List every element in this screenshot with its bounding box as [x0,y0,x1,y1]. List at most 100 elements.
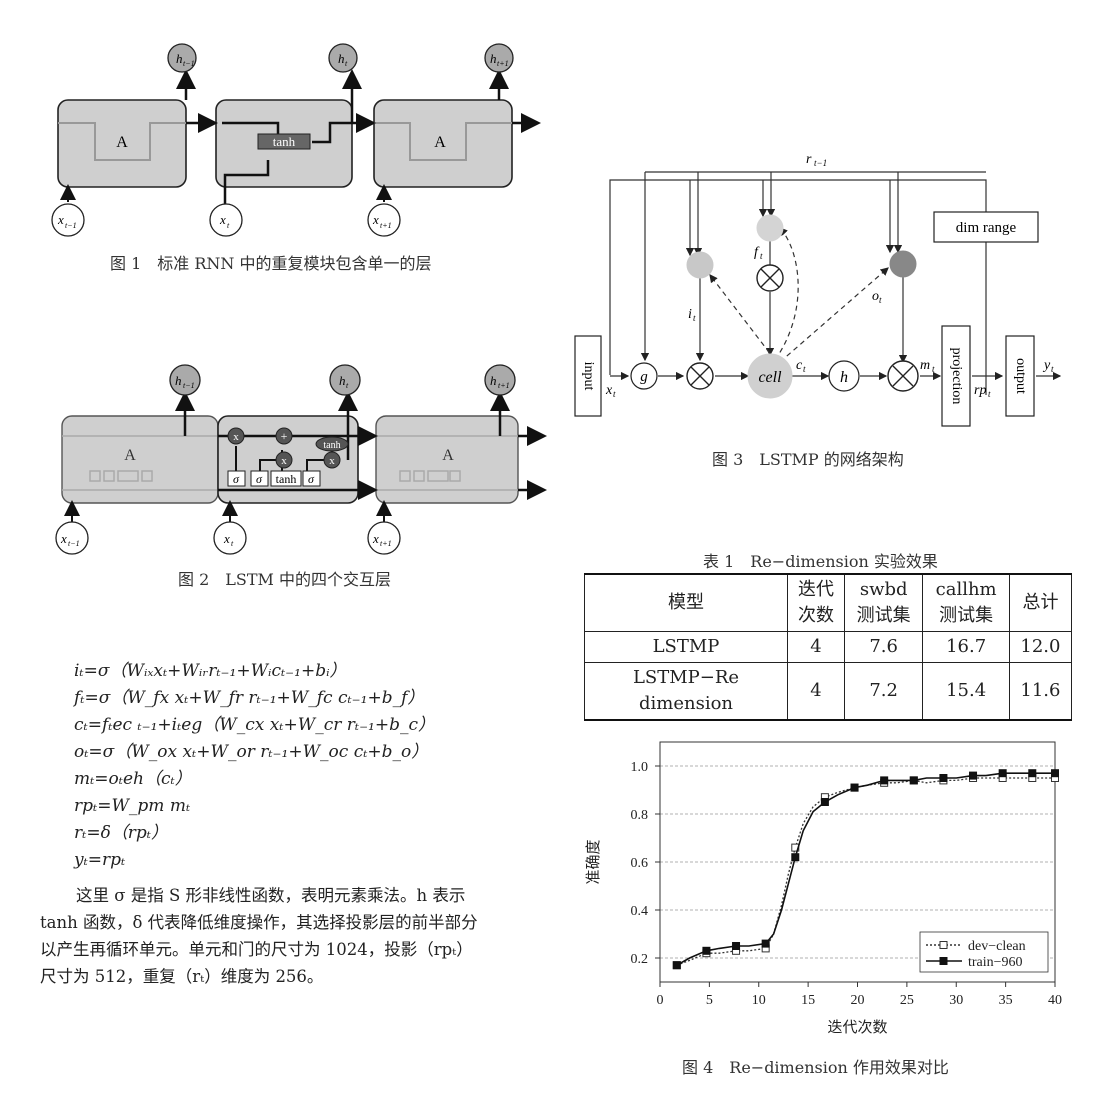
svg-text:σ: σ [308,472,315,486]
x-tick-label: 15 [801,993,815,1008]
svg-text:σ: σ [233,472,240,486]
legend-swatch-marker [939,957,948,965]
legend-entry: train−960 [968,955,1023,970]
fig1-h-cur: h [338,51,345,66]
equation: mₜ=oₜeh（cₜ） [74,769,192,789]
fig3-cell-node: cell [758,369,782,386]
x-tick-label: 5 [706,993,713,1008]
fig3-i-sub: t [693,313,696,323]
svg-text:x: x [329,455,335,467]
equation: yₜ=rpₜ [74,850,126,870]
fig1-h-prev-sub: t−1 [183,59,195,68]
data-point [1051,769,1059,778]
y-tick-label: 1.0 [631,760,649,775]
fig1-h-prev: h [176,51,183,66]
table-cell: 15.4 [922,662,1010,721]
legend-swatch-marker [939,941,948,949]
equation: cₜ=fₜec ₜ₋₁+iₜeg（W_cx xₜ+W_cr rₜ₋₁+b_c） [74,715,436,735]
fig1-h-cur-sub: t [345,59,348,68]
data-point [702,946,711,955]
fig1-label-a-left: A [116,134,128,151]
fig1-caption: 图 1 标准 RNN 中的重复模块包含单一的层 [110,254,432,273]
fig1-x-next: x [372,212,379,227]
equation: iₜ=σ（Wᵢₓxₜ+Wᵢᵣrₜ₋₁+Wᵢcₜ₋₁+bᵢ） [74,661,347,681]
fig2-ops: x + x x tanh [227,427,349,469]
fig3-input-box [574,335,602,417]
data-point [672,961,681,970]
fig3-rp-label: rp [974,383,986,398]
y-tick-label: 0.4 [631,904,649,919]
table-cell: 12.0 [1008,631,1073,663]
fig2-label-a-left: A [124,447,136,464]
data-point [850,783,859,792]
fig3-x-sub: t [613,389,616,399]
fig3-o-label: o [872,289,879,304]
fig3-f-label: f [754,245,760,260]
svg-text:tanh: tanh [323,440,340,451]
body-paragraph: 这里 σ 是指 S 形非线性函数，表明元素乘法。h 表示 tanh 函数，δ 代… [40,882,530,990]
fig2-x-prev-sub: t−1 [68,539,80,548]
table-cell: 4 [787,631,845,663]
equation: fₜ=σ（W_fx xₜ+W_fr rₜ₋₁+W_fc cₜ₋₁+b_f） [74,688,425,708]
fig2-gates: σ σ tanh σ [227,470,321,487]
fig1-tanh-label: tanh [273,134,296,149]
fig1-h-next-sub: t+1 [497,59,509,68]
table-header-cell: 迭代次数 [787,573,845,632]
table-cell: LSTMP−Re dimension [584,662,788,721]
fig3-r-label: r [806,152,812,167]
fig2-x-cur: x [223,531,230,546]
fig3-output-label: output [1013,358,1028,394]
fig3-y-label: y [1042,358,1051,373]
fig3-h-node: h [840,369,848,386]
fig3-m-sub: t [932,364,935,374]
fig2-x-prev: x [60,531,67,546]
legend-entry: dev−clean [968,939,1026,954]
fig3-r-sub: t−1 [814,158,827,168]
fig3-x-label: x [605,383,613,398]
svg-text:tanh: tanh [276,472,297,486]
fig2-h-next-sub: t+1 [498,381,510,390]
fig3-output-box [1005,335,1035,417]
paragraph-line: 以产生再循环单元。单元和门的尺寸为 1024，投影（rpₜ） [40,940,473,959]
svg-text:x: x [281,455,287,467]
data-point [732,942,741,950]
x-axis-label: 迭代次数 [827,1019,887,1036]
paragraph-line: tanh 函数，δ 代表降低维度操作，其选择投影层的前半部分 [40,913,478,932]
x-tick-label: 30 [949,993,963,1008]
data-point [820,798,829,806]
fig2-x-next: x [372,531,379,546]
table-row: LSTMP 4 7.6 16.7 12.0 [584,631,1073,663]
fig3-rp-sub: t [988,389,991,399]
series-line-dev-clean [676,777,1055,966]
x-tick-label: 0 [657,993,664,1008]
fig3-dim-range-box [933,211,1039,243]
x-tick-label: 10 [752,993,766,1008]
data-point [939,774,948,782]
fig3-input-label: input [581,362,596,391]
table-cell: LSTMP [584,631,788,663]
fig2-label-a-right: A [442,447,454,464]
x-tick-label: 40 [1048,993,1062,1008]
fig3-c-sub: t [803,364,806,374]
fig2-h-prev: h [175,373,182,388]
paragraph-line: 尺寸为 512，重复（rₜ）维度为 256。 [40,967,324,986]
fig3-y-sub: t [1051,364,1054,374]
fig3-m-label: m [920,358,930,373]
x-tick-label: 25 [900,993,914,1008]
fig1-diagram: tanh A A h t−1 h t h t+1 x t−1 x t x t+1 [51,43,541,237]
series-line-train-960 [676,772,1055,966]
fig1-x-prev-sub: t−1 [65,221,77,230]
y-tick-label: 0.8 [631,808,649,823]
table-cell: 4 [787,662,845,721]
fig1-h-next: h [490,51,497,66]
svg-text:σ: σ [256,472,263,486]
fig2-h-prev-sub: t−1 [183,381,195,390]
table-row: LSTMP−Re dimension 4 7.2 15.4 11.6 [584,662,1073,721]
fig3-f-sub: t [760,251,763,261]
fig2-x-next-sub: t+1 [380,539,392,548]
fig3-diagram: input projection output dim range g cell… [574,152,1062,427]
